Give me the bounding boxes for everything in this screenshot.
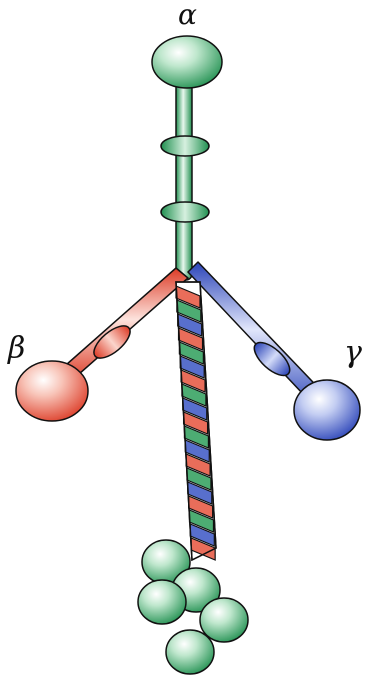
coil-stripes xyxy=(175,285,216,561)
alpha-c-domain-cluster xyxy=(137,539,249,675)
beta-stem-knob xyxy=(93,325,131,359)
gamma-globular-domain xyxy=(293,379,361,441)
beta-globular-domain xyxy=(15,360,89,422)
gamma-chain-arm xyxy=(187,261,361,441)
beta-chain-arm xyxy=(15,267,189,422)
alpha-chain-top xyxy=(151,35,223,281)
alpha-c-domain-sphere xyxy=(165,629,215,675)
gamma-label: γ xyxy=(344,335,362,370)
alpha-stem-knob-lower xyxy=(160,201,210,223)
alpha-stem-knob-upper xyxy=(160,135,210,157)
beta-label: β xyxy=(7,331,25,366)
alpha-c-domain-sphere xyxy=(137,579,187,625)
coiled-coil-helix xyxy=(175,281,217,562)
gamma-stem-knob xyxy=(253,341,291,377)
alpha-label: α xyxy=(178,0,197,31)
alpha-c-domain-sphere xyxy=(199,597,249,643)
alpha-globular-domain xyxy=(151,35,223,89)
